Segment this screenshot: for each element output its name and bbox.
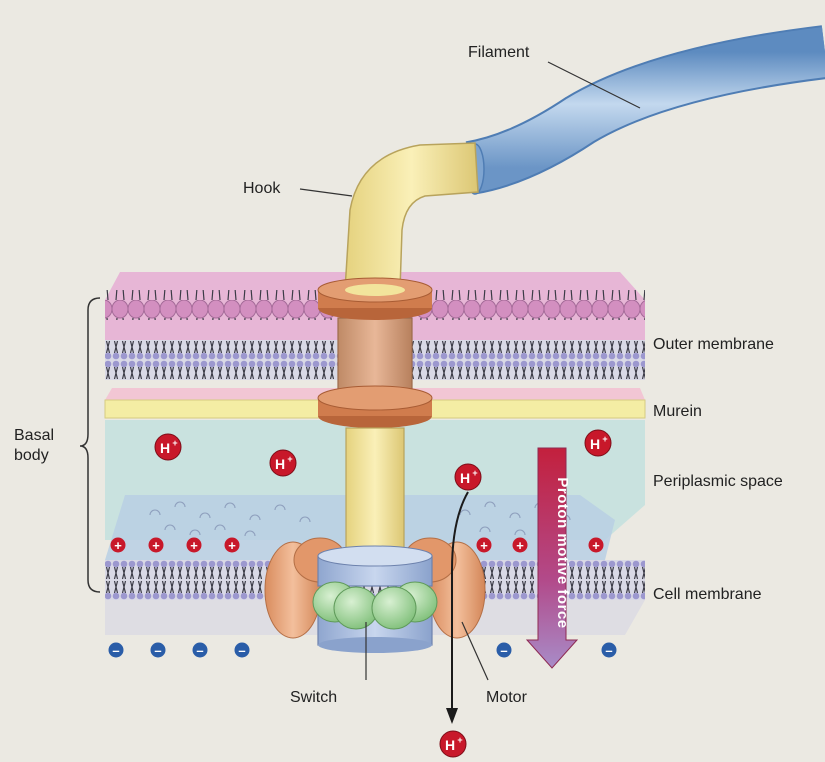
proton-ion-2: H + <box>270 450 296 476</box>
svg-text:H: H <box>590 436 600 452</box>
basal-body-label-line2: body <box>14 447 49 464</box>
proton-motive-force-label: Proton motive force <box>554 477 571 628</box>
proton-ion-3: H + <box>455 464 481 490</box>
proton-ion-1: H + <box>155 434 181 460</box>
svg-text:–: – <box>238 643 245 658</box>
switch-label: Switch <box>290 689 337 706</box>
outer-membrane-label: Outer membrane <box>653 336 774 353</box>
svg-text:H: H <box>160 440 170 456</box>
basal-body-label-line1: Basal <box>14 427 54 444</box>
svg-text:+: + <box>190 538 198 553</box>
svg-text:+: + <box>472 468 477 478</box>
svg-text:+: + <box>172 438 177 448</box>
svg-text:H: H <box>445 737 455 753</box>
svg-text:–: – <box>605 643 612 658</box>
svg-text:+: + <box>114 538 122 553</box>
svg-text:+: + <box>602 434 607 444</box>
proton-ion-5: H + <box>440 731 466 757</box>
filament-label: Filament <box>468 44 530 61</box>
svg-text:+: + <box>152 538 160 553</box>
periplasmic-space-label: Periplasmic space <box>653 473 783 490</box>
switch-complex <box>313 546 437 653</box>
svg-text:+: + <box>228 538 236 553</box>
svg-text:–: – <box>112 643 119 658</box>
svg-text:+: + <box>516 538 524 553</box>
cell-membrane-label: Cell membrane <box>653 586 762 603</box>
svg-text:+: + <box>592 538 600 553</box>
proton-ion-4: H + <box>585 430 611 456</box>
svg-text:+: + <box>287 454 292 464</box>
hook-label: Hook <box>243 180 281 197</box>
murein-label: Murein <box>653 403 702 420</box>
svg-text:–: – <box>154 643 161 658</box>
svg-text:–: – <box>500 643 507 658</box>
svg-text:H: H <box>275 456 285 472</box>
motor-label: Motor <box>486 689 528 706</box>
svg-text:+: + <box>480 538 488 553</box>
svg-text:–: – <box>196 643 203 658</box>
svg-text:+: + <box>457 735 462 745</box>
svg-text:H: H <box>460 470 470 486</box>
